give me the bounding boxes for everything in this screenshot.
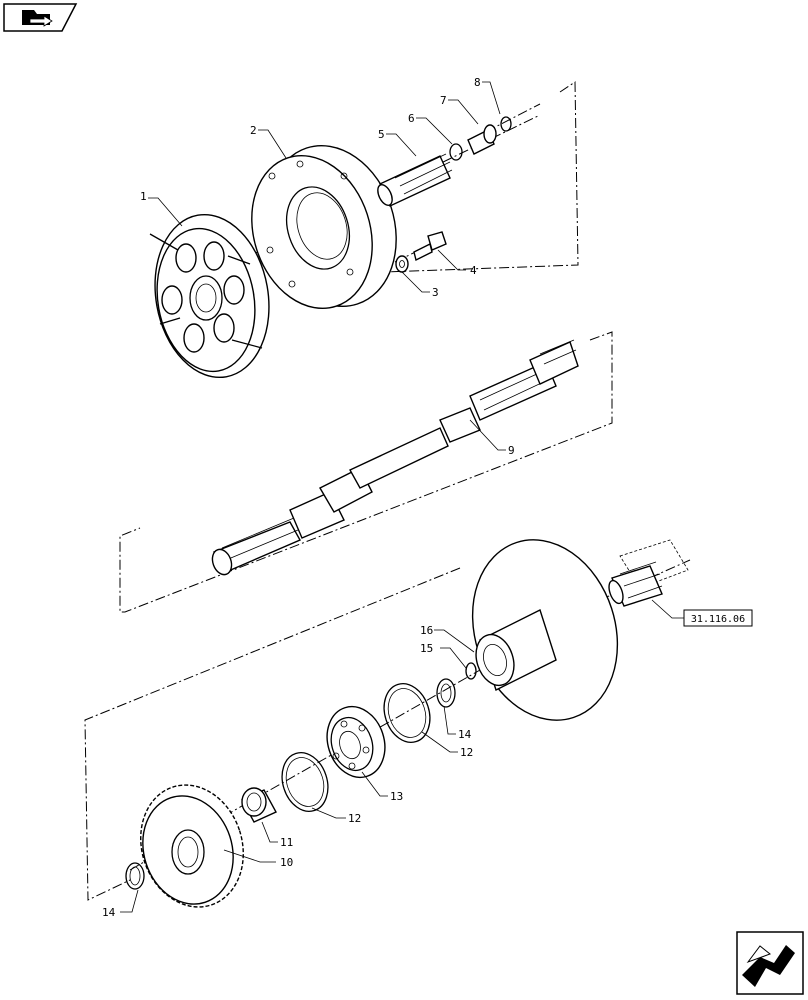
callout-10: 10 — [280, 856, 293, 869]
part-7-bushing — [467, 124, 497, 155]
callout-15: 15 — [420, 642, 433, 655]
part-5-splined-shaft — [377, 153, 453, 207]
part-6-circlip — [449, 143, 463, 161]
callout-1: 1 — [140, 190, 147, 203]
part-4-bolt — [413, 231, 447, 262]
part-15-ring — [465, 662, 477, 680]
callout-12-upper: 12 — [460, 746, 473, 759]
leader-lines — [120, 81, 684, 913]
callout-4: 4 — [470, 264, 477, 277]
part-3-washer — [395, 255, 409, 273]
part-2-flywheel-housing — [251, 144, 397, 310]
callout-labels: 1 2 3 4 5 6 7 8 9 10 11 12 13 12 14 14 1… — [102, 76, 515, 919]
callout-9: 9 — [508, 444, 515, 457]
part-12-circlip-upper — [383, 683, 431, 743]
reference-box[interactable]: 31.116.06 — [683, 609, 753, 627]
callout-12-lower: 12 — [348, 812, 361, 825]
part-11-spacer-sleeve — [241, 787, 277, 823]
part-1-damper-plate — [149, 213, 270, 379]
part-9-main-shaft — [211, 339, 579, 576]
part-14-snap-ring-lower — [125, 862, 145, 890]
part-8-snap-ring — [500, 116, 512, 132]
callout-8: 8 — [474, 76, 481, 89]
return-arrow-icon[interactable] — [736, 931, 804, 995]
part-12-circlip-lower — [281, 752, 329, 812]
part-16-drive-hub — [471, 539, 619, 721]
callout-11: 11 — [280, 836, 293, 849]
reference-shaft — [608, 539, 689, 607]
callout-5: 5 — [378, 128, 385, 141]
folder-arrow-icon[interactable] — [3, 3, 78, 32]
callout-2: 2 — [250, 124, 257, 137]
callout-14-lower: 14 — [102, 906, 116, 919]
callout-3: 3 — [432, 286, 439, 299]
callout-14-upper: 14 — [458, 728, 472, 741]
part-13-bearing — [326, 705, 386, 779]
callout-13: 13 — [390, 790, 403, 803]
part-14-snap-ring-upper — [436, 678, 456, 708]
callout-6: 6 — [408, 112, 415, 125]
part-10-gear — [140, 784, 244, 908]
callout-16: 16 — [420, 624, 433, 637]
reference-label[interactable]: 31.116.06 — [691, 614, 745, 625]
callout-7: 7 — [440, 94, 447, 107]
